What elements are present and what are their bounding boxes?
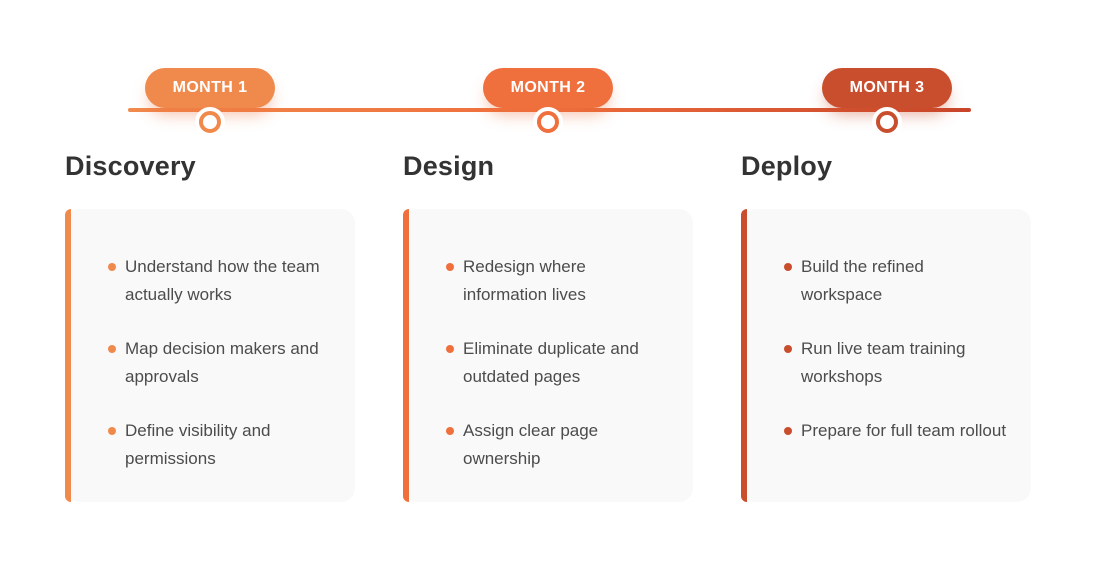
task-item: Build the refined workspace xyxy=(784,253,1007,309)
month-2-badge-label: MONTH 2 xyxy=(510,79,586,96)
phase-columns: Discovery Understand how the team actual… xyxy=(65,151,1031,502)
month-3-badge-label: MONTH 3 xyxy=(849,79,925,96)
task-item: Prepare for full team rollout xyxy=(784,417,1007,445)
timeline-node-month-3 xyxy=(876,111,898,133)
phase-title-deploy: Deploy xyxy=(741,151,833,181)
timeline-node-month-1 xyxy=(199,111,221,133)
task-item: Map decision makers and approvals xyxy=(108,335,331,391)
phase-column-discovery: Discovery Understand how the team actual… xyxy=(65,151,355,502)
month-1-badge-label: MONTH 1 xyxy=(172,79,248,96)
task-item: Run live team training workshops xyxy=(784,335,1007,391)
month-3-badge: MONTH 3 xyxy=(822,68,952,108)
phase-column-design: Design Redesign where information lives … xyxy=(403,151,693,502)
task-list-design: Redesign where information lives Elimina… xyxy=(446,253,669,473)
accent-bar xyxy=(65,209,71,502)
month-2-badge: MONTH 2 xyxy=(483,68,613,108)
task-list-deploy: Build the refined workspace Run live tea… xyxy=(784,253,1007,445)
task-item: Redesign where information lives xyxy=(446,253,669,309)
timeline-line xyxy=(128,108,971,112)
month-1-badge: MONTH 1 xyxy=(145,68,275,108)
task-item: Define visibility and permissions xyxy=(108,417,331,473)
timeline-node-month-2 xyxy=(537,111,559,133)
accent-bar xyxy=(403,209,409,502)
phase-column-deploy: Deploy Build the refined workspace Run l… xyxy=(741,151,1031,502)
accent-bar xyxy=(741,209,747,502)
task-item: Understand how the team actually works xyxy=(108,253,331,309)
task-item: Assign clear page ownership xyxy=(446,417,669,473)
phase-card-design: Redesign where information lives Elimina… xyxy=(403,209,693,502)
task-list-discovery: Understand how the team actually works M… xyxy=(108,253,331,473)
phase-card-deploy: Build the refined workspace Run live tea… xyxy=(741,209,1031,502)
task-item: Eliminate duplicate and outdated pages xyxy=(446,335,669,391)
phase-title-design: Design xyxy=(403,151,495,181)
phase-title-discovery: Discovery xyxy=(65,151,196,181)
phase-card-discovery: Understand how the team actually works M… xyxy=(65,209,355,502)
